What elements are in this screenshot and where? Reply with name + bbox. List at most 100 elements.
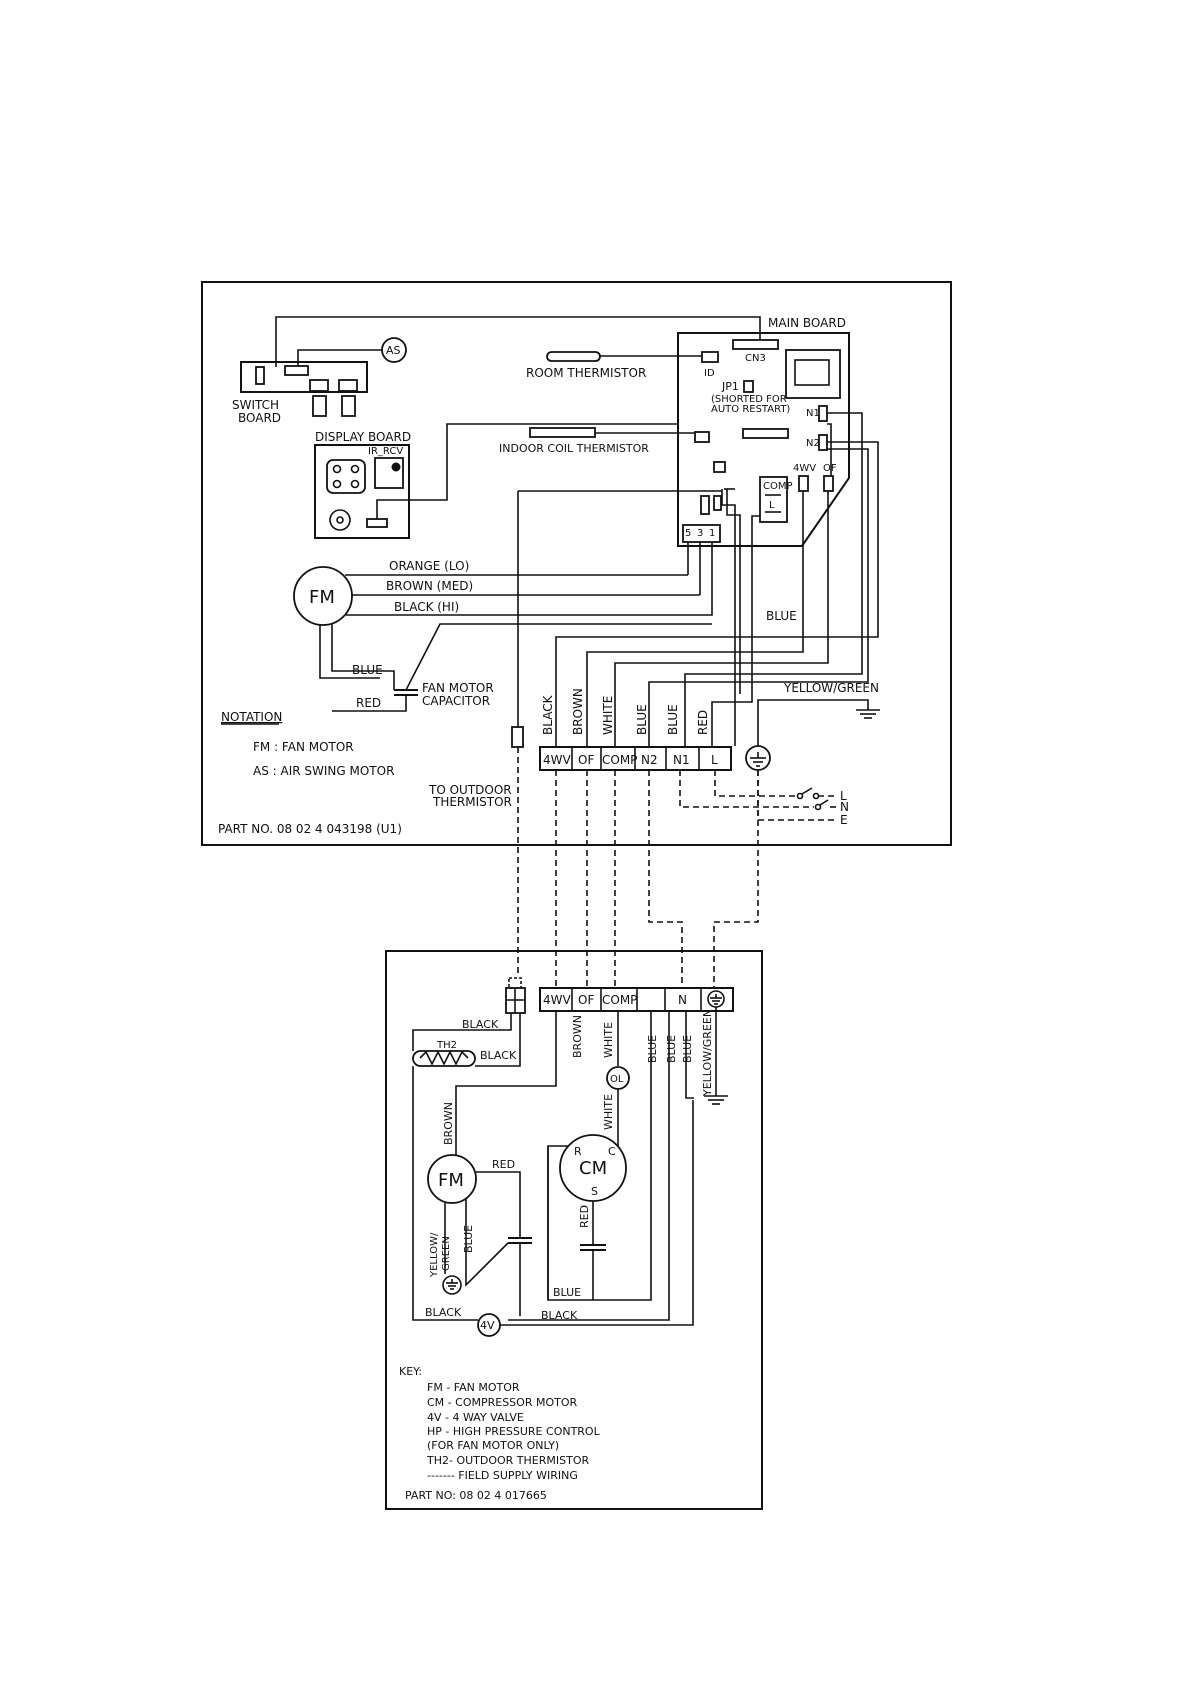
jp1-note-1: (SHORTED FOR — [711, 394, 787, 405]
fan-connector — [682, 524, 721, 543]
indoor-terminal-n1: N1 — [673, 753, 690, 767]
outdoor-fan-yg-label-2: GREEN — [441, 1236, 452, 1271]
n1-board-label: N1 — [806, 408, 820, 419]
switch-key-2-stem — [341, 395, 356, 417]
black-hi-label: BLACK (HI) — [394, 600, 459, 614]
outdoor-fan-earth — [442, 1275, 462, 1295]
switch-board-label-2: BOARD — [238, 411, 281, 425]
board-small-connector — [713, 461, 726, 473]
outdoor-brown-label-2: BROWN — [442, 1102, 455, 1145]
indoor-coil-thermistor-label: INDOOR COIL THERMISTOR — [499, 442, 649, 455]
switch-board — [240, 361, 368, 393]
board-component-2 — [713, 495, 722, 511]
wv-board-connector — [798, 475, 809, 492]
id-connector — [701, 351, 719, 363]
room-thermistor — [546, 351, 601, 362]
display-board — [314, 444, 410, 539]
comp-relay-l: L — [769, 500, 775, 511]
outdoor-terminal-of: OF — [578, 993, 594, 1007]
of-board-label: OF — [823, 463, 837, 474]
outdoor-terminal-n: N — [678, 993, 687, 1007]
outdoor-fan-motor — [427, 1154, 477, 1204]
indoor-part-no: PART NO. 08 02 4 043198 (U1) — [218, 822, 402, 836]
four-way-valve-label: 4V — [480, 1319, 495, 1332]
th2-thermistor — [412, 1050, 476, 1067]
ir-receiver — [374, 457, 404, 489]
indoor-fan-motor — [293, 566, 353, 626]
notation-title: NOTATION — [221, 710, 282, 724]
outdoor-white-label-1: WHITE — [602, 1022, 615, 1058]
key-item-field-wiring: ------- FIELD SUPPLY WIRING — [427, 1469, 578, 1482]
notation-as: AS : AIR SWING MOTOR — [253, 764, 394, 778]
compressor-c: C — [608, 1145, 616, 1158]
wire-label-red: RED — [696, 710, 710, 735]
brown-med-label: BROWN (MED) — [386, 579, 473, 593]
indoor-terminal-of: OF — [578, 753, 594, 767]
indoor-terminal-block: 4WV OF COMP N2 N1 L — [539, 746, 732, 771]
ir-rcv-label: IR_RCV — [368, 446, 403, 457]
coil-thermistor-connector — [694, 431, 710, 443]
outdoor-fan-blue-label: BLUE — [462, 1225, 475, 1253]
cn3-label: CN3 — [745, 353, 766, 364]
switch-connector — [284, 365, 309, 376]
switch-key-1 — [309, 379, 329, 392]
outdoor-blue-label-1: BLUE — [646, 1035, 659, 1063]
fan-conn-1: 1 — [709, 528, 715, 539]
n2-board-connector — [818, 434, 828, 451]
blue-top-label: BLUE — [766, 609, 797, 623]
switch-board-label-1: SWITCH — [232, 398, 279, 412]
supply-l-label: L — [840, 789, 847, 803]
to-outdoor-label-1: TO OUTDOOR — [428, 783, 512, 797]
th2-label: TH2 — [436, 1040, 457, 1051]
supply-e-label: E — [840, 813, 848, 827]
key-item-cm: CM - COMPRESSOR MOTOR — [427, 1396, 577, 1409]
of-board-connector — [823, 475, 834, 492]
outdoor-brown-label-1: BROWN — [571, 1015, 584, 1058]
jp1-jumper — [743, 380, 754, 393]
overload-label: OL — [610, 1074, 624, 1085]
key-item-th2: TH2- OUTDOOR THERMISTOR — [426, 1454, 589, 1467]
room-thermistor-label: ROOM THERMISTOR — [526, 366, 646, 380]
outdoor-black-bottom-2: BLACK — [541, 1309, 578, 1322]
outdoor-thermistor-plug — [511, 726, 524, 748]
key-item-fm: FM - FAN MOTOR — [427, 1381, 520, 1394]
main-board — [677, 332, 850, 547]
indoor-coil-thermistor — [529, 427, 596, 438]
display-buzzer — [329, 509, 351, 531]
red-cap-label: RED — [356, 696, 381, 710]
indoor-vertical-wire-labels: BLACK BROWN WHITE BLUE BLUE RED — [541, 688, 710, 735]
wv-board-label: 4WV — [793, 463, 816, 474]
indoor-yellow-green-label: YELLOW/GREEN — [783, 681, 879, 695]
jp1-label: JP1 — [721, 380, 739, 393]
switch-key-1-stem — [312, 395, 327, 417]
indoor-fan-motor-label: FM — [309, 587, 335, 608]
outdoor-terminal-4wv: 4WV — [543, 993, 572, 1007]
board-component-1 — [700, 495, 710, 515]
compressor-r: R — [574, 1145, 582, 1158]
outdoor-fan-red-label: RED — [492, 1158, 515, 1171]
transformer-inner — [794, 359, 830, 386]
wire-label-black: BLACK — [541, 694, 555, 735]
outdoor-unit-frame — [385, 950, 763, 1510]
key-item-4v: 4V - 4 WAY VALVE — [427, 1411, 524, 1424]
outdoor-yellow-green-label: YELLOW/GREEN — [701, 1009, 714, 1097]
compressor-red-label: RED — [578, 1205, 591, 1228]
wire-label-blue-2: BLUE — [666, 704, 680, 735]
comp-relay-label: COMP — [763, 481, 793, 492]
outdoor-black-label-1: BLACK — [462, 1018, 499, 1031]
cn3-connector — [732, 339, 779, 350]
fan-capacitor-label-2: CAPACITOR — [422, 694, 490, 708]
switch-key-2 — [338, 379, 358, 392]
indoor-terminal-4wv: 4WV — [543, 753, 572, 767]
wire-label-brown: BROWN — [571, 688, 585, 735]
outdoor-fan-motor-label: FM — [438, 1170, 464, 1191]
board-connector-bar — [742, 428, 789, 439]
transformer-block — [785, 349, 841, 399]
indoor-unit-frame — [201, 281, 952, 846]
switch-part — [255, 366, 265, 385]
outdoor-fan-yg-label-1: YELLOW/ — [429, 1232, 440, 1278]
compressor-s: S — [591, 1185, 598, 1198]
wire-label-blue-1: BLUE — [635, 704, 649, 735]
main-board-label: MAIN BOARD — [768, 316, 846, 330]
blue-cap-label: BLUE — [352, 663, 383, 677]
